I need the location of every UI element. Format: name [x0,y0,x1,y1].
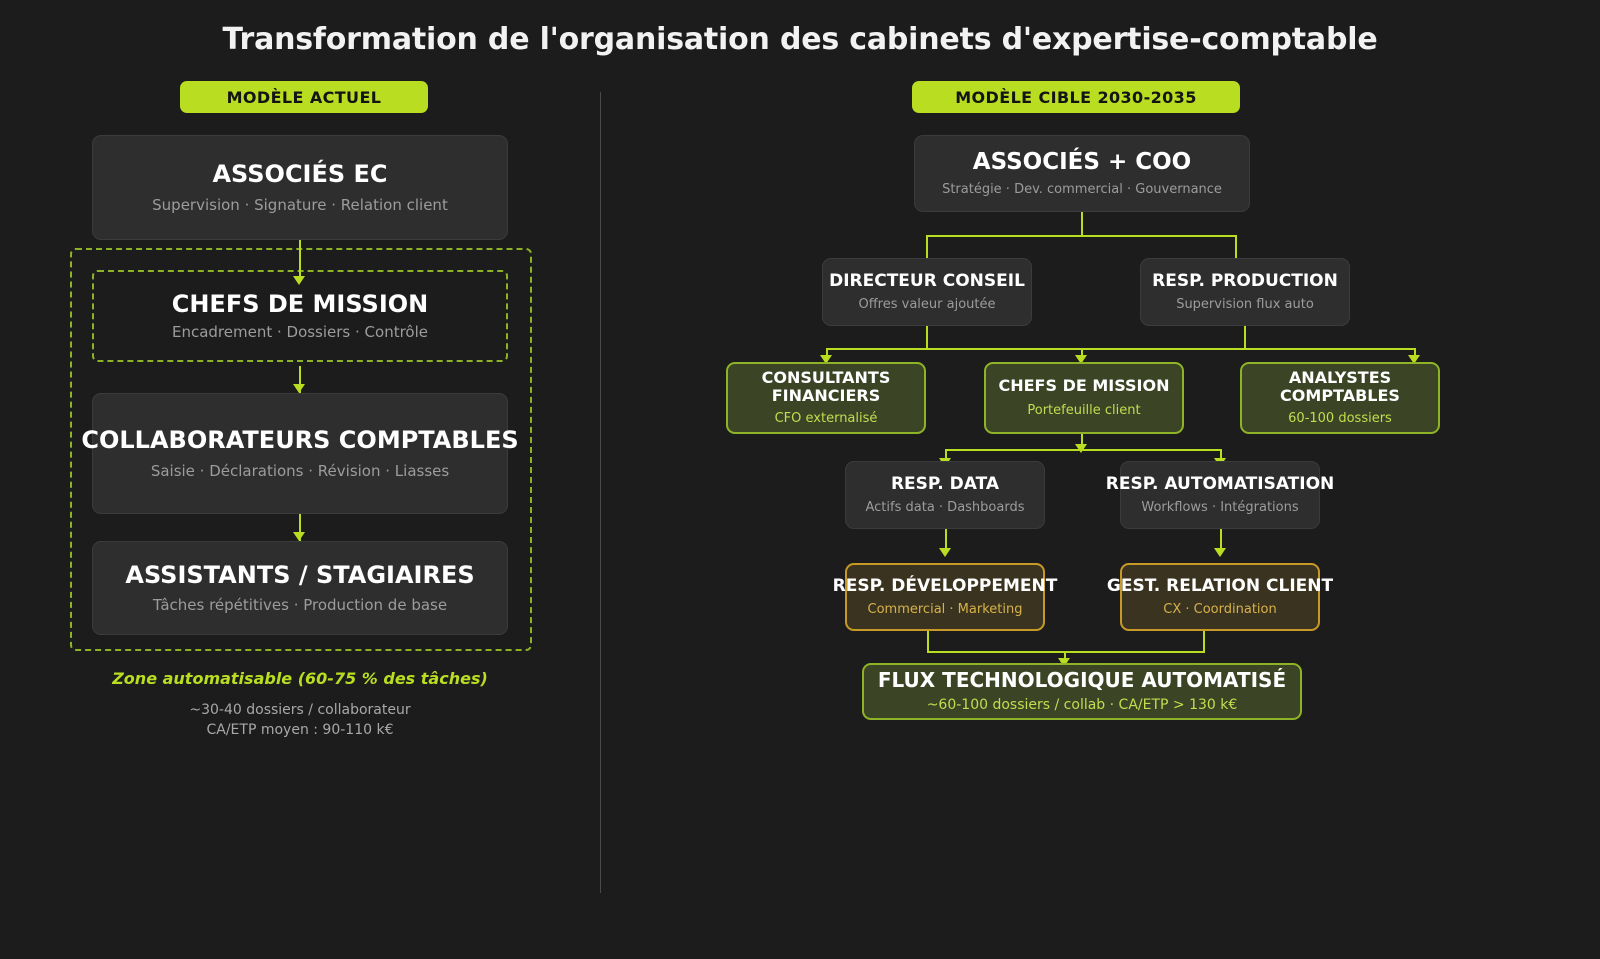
left-metrics: ~30-40 dossiers / collaborateur CA/ETP m… [0,700,600,741]
connector-arrow-gest-relation-client [1214,548,1226,557]
connector-arrow-left-1 [293,276,305,285]
node-analystes-comptables[interactable]: ANALYSTES COMPTABLES 60-100 dossiers [1240,362,1440,434]
node-collaborateurs-comptables[interactable]: COLLABORATEURS COMPTABLES Saisie · Décla… [81,393,519,514]
connector-r1-drop-right [1235,235,1237,260]
node-subtitle: CFO externalisé [774,411,878,427]
connector-arrow-chefs [1075,355,1087,364]
connector-r2-stem-left [926,326,928,350]
node-title: ASSISTANTS / STAGIAIRES [125,560,475,589]
connector-r4-drop-dev [945,529,947,553]
node-subtitle: Supervision · Signature · Relation clien… [152,195,448,214]
connector-r2-drop-consultants [826,348,828,360]
node-title: RESP. AUTOMATISATION [1105,473,1335,494]
node-subtitle: 60-100 dossiers [1288,411,1392,427]
node-subtitle: Offres valeur ajoutée [858,296,996,312]
metric-dossiers: ~30-40 dossiers / collaborateur [189,702,411,718]
connector-r1-stem [1081,212,1083,237]
node-subtitle: Workflows · Intégrations [1141,499,1299,515]
node-title: CONSULTANTS FINANCIERS [761,368,891,406]
node-assistants-stagiaires[interactable]: ASSISTANTS / STAGIAIRES Tâches répétitiv… [92,541,508,635]
node-subtitle: Portefeuille client [1027,403,1141,419]
node-subtitle: Commercial · Marketing [867,601,1023,617]
node-flux-technologique-automatise[interactable]: FLUX TECHNOLOGIQUE AUTOMATISÉ ~60-100 do… [862,663,1302,720]
connector-arrow-left-2 [293,384,305,393]
node-chefs-de-mission-actuel[interactable]: CHEFS DE MISSION Encadrement · Dossiers … [94,272,506,360]
node-subtitle: ~60-100 dossiers / collab · CA/ETP > 130… [926,696,1238,713]
connector-left-2 [299,366,301,393]
node-resp-automatisation[interactable]: RESP. AUTOMATISATION Workflows · Intégra… [1106,461,1334,529]
connector-r3-drop-data [945,449,947,463]
connector-r4-drop-grc [1220,529,1222,553]
node-title: ASSOCIÉS + COO [972,148,1192,175]
node-title: RESP. DATA [890,473,1000,494]
automation-zone-outer [70,248,532,651]
connector-r3-drop-auto [1220,449,1222,463]
node-title: FLUX TECHNOLOGIQUE AUTOMATISÉ [877,668,1287,693]
node-consultants-financiers[interactable]: CONSULTANTS FINANCIERS CFO externalisé [726,362,926,434]
metric-ca-etp: CA/ETP moyen : 90-110 k€ [206,722,394,739]
connector-r3-stem [1081,434,1083,451]
connector-r2-drop-analystes [1414,348,1416,360]
connector-r1-drop-left [926,235,928,260]
connector-r3-bus [945,449,1222,451]
page-title: Transformation de l'organisation des cab… [222,22,1378,57]
node-chefs-de-mission-cible[interactable]: CHEFS DE MISSION Portefeuille client [984,362,1184,434]
node-resp-production[interactable]: RESP. PRODUCTION Supervision flux auto [1140,258,1350,326]
connector-arrow-left-3 [293,532,305,541]
node-title: COLLABORATEURS COMPTABLES [81,426,519,455]
node-subtitle: Tâches répétitives · Production de base [152,596,448,615]
connector-r1-bus [926,235,1237,237]
connector-left-3 [299,514,301,541]
node-subtitle: Stratégie · Dev. commercial · Gouvernanc… [942,181,1222,197]
node-title: RESP. PRODUCTION [1152,270,1338,291]
automation-zone-label: Zone automatisable (60-75 % des tâches) [112,669,488,688]
connector-r5-bus [927,651,1205,653]
connector-r2-stem-right [1244,326,1246,350]
connector-arrow-resp-developpement [939,548,951,557]
node-title: ANALYSTES COMPTABLES [1280,368,1400,406]
node-subtitle: Encadrement · Dossiers · Contrôle [171,323,429,342]
badge-modele-actuel: MODÈLE ACTUEL [180,81,428,113]
node-directeur-conseil[interactable]: DIRECTEUR CONSEIL Offres valeur ajoutée [822,258,1032,326]
node-subtitle: CX · Coordination [1163,601,1277,617]
node-title: CHEFS DE MISSION [171,289,429,318]
node-subtitle: Actifs data · Dashboards [865,499,1025,515]
connector-r2-drop-chefs [1081,348,1083,360]
connector-arrow-consultants [820,355,832,364]
node-title: ASSOCIÉS EC [212,160,388,189]
node-subtitle: Supervision flux auto [1176,296,1314,312]
connector-arrow-r3-stem [1075,444,1087,453]
badge-modele-cible: MODÈLE CIBLE 2030-2035 [912,81,1240,113]
node-associes-coo[interactable]: ASSOCIÉS + COO Stratégie · Dev. commerci… [914,135,1250,212]
connector-arrow-flux [1058,658,1070,667]
connector-r5-stem-left [927,631,929,653]
node-title: RESP. DÉVELOPPEMENT [832,575,1058,596]
node-resp-developpement[interactable]: RESP. DÉVELOPPEMENT Commercial · Marketi… [833,563,1057,631]
connector-left-1 [299,240,301,280]
node-title: GEST. RELATION CLIENT [1106,575,1334,596]
node-gest-relation-client[interactable]: GEST. RELATION CLIENT CX · Coordination [1107,563,1333,631]
connector-r2-bus [826,348,1416,350]
node-resp-data[interactable]: RESP. DATA Actifs data · Dashboards [845,461,1045,529]
node-associes-ec[interactable]: ASSOCIÉS EC Supervision · Signature · Re… [92,135,508,240]
connector-r5-drop-flux [1064,651,1066,663]
connector-arrow-analystes [1408,355,1420,364]
node-title: DIRECTEUR CONSEIL [829,270,1025,291]
node-subtitle: Saisie · Déclarations · Révision · Liass… [150,461,450,480]
connector-r5-stem-right [1203,631,1205,653]
node-title: CHEFS DE MISSION [998,376,1170,396]
column-divider [600,92,601,893]
